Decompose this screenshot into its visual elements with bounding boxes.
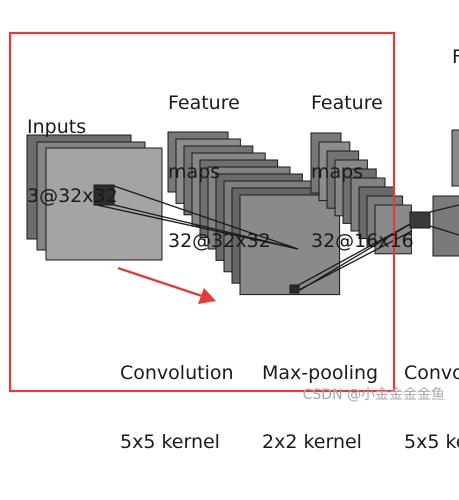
- pool1-title: Max-pooling: [262, 362, 379, 384]
- conv1-title: Convolution: [120, 362, 234, 384]
- pool-proj-line-1: [294, 222, 413, 288]
- feature-maps-1-label: Feature maps 32@32x32: [168, 46, 271, 299]
- fm1-title-line2: maps: [168, 161, 221, 183]
- next-proj-line-1: [429, 204, 459, 213]
- pooling-window: [289, 284, 300, 294]
- fm2-size: 32@16x16: [311, 230, 414, 252]
- diagram-canvas: [8, 31, 459, 393]
- inputs-size: 3@32x32: [27, 185, 118, 207]
- cnn-architecture-diagram: Inputs 3@32x32 Feature maps 32@32x32 Fea…: [8, 31, 459, 453]
- convolution-2-partial-label: Convo 5x5 ke: [404, 316, 459, 500]
- fm1-size: 32@32x32: [168, 230, 271, 252]
- layer3-map-back: [451, 129, 459, 187]
- conv2-kernel-partial: 5x5 ke: [404, 431, 459, 453]
- feature-maps-16x16-stack: [310, 132, 412, 255]
- red-annotation-arrow: [117, 266, 216, 304]
- fm2-title-line1: Feature: [311, 92, 383, 114]
- watermark: CSDN @小金金金金鱼: [302, 387, 445, 403]
- layer3-map-mid: [432, 195, 459, 257]
- input-kernel-window: [93, 184, 115, 206]
- next-proj-line-2: [429, 225, 459, 236]
- fm1-title-line1: Feature: [168, 92, 240, 114]
- red-highlight-frame: [8, 31, 396, 393]
- conv2-title-partial: Convo: [404, 362, 459, 384]
- feature-maps-3-partial-label: F: [452, 46, 459, 68]
- inputs-label: Inputs 3@32x32: [27, 70, 118, 254]
- input-maps-stack: [26, 134, 163, 261]
- fm2-title-line2: maps: [311, 161, 364, 183]
- pool1-kernel: 2x2 kernel: [262, 431, 362, 453]
- next-kernel-window: [409, 211, 431, 229]
- feature-maps-layer3-partial: [432, 129, 459, 257]
- conv-proj-line-3: [96, 204, 299, 250]
- conv1-kernel: 5x5 kernel: [120, 431, 220, 453]
- feature-maps-2-label: Feature maps 32@16x16: [311, 46, 414, 299]
- max-pooling-label: Max-pooling 2x2 kernel: [262, 316, 378, 500]
- convolution-label: Convolution 5x5 kernel: [120, 316, 234, 500]
- inputs-title: Inputs: [27, 116, 87, 138]
- conv-proj-line-1: [113, 185, 299, 250]
